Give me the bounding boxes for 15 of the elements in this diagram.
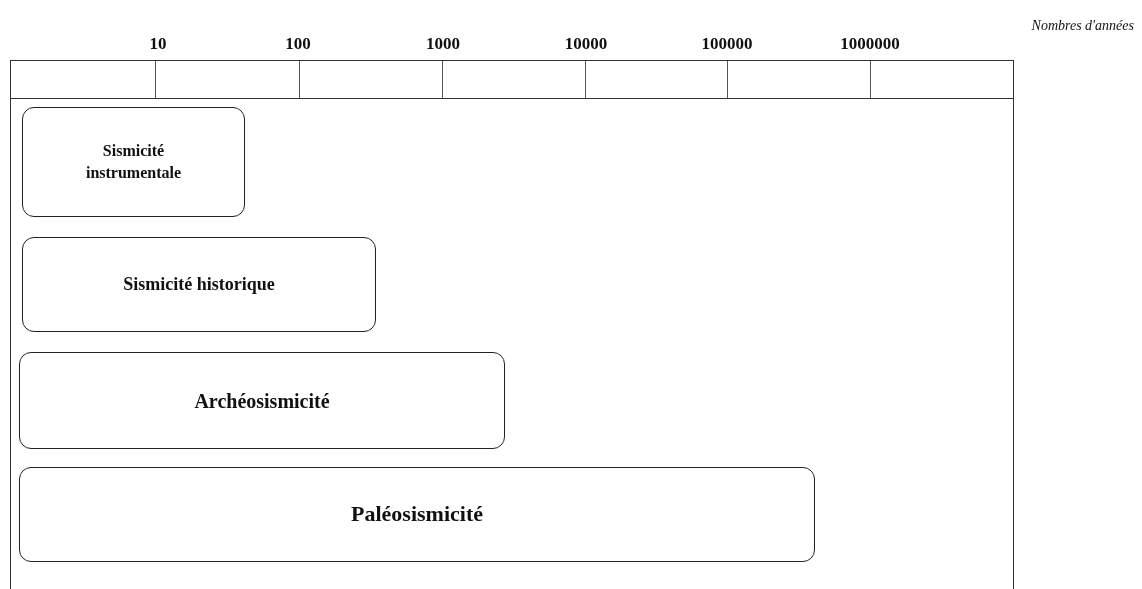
tick-label: 10000 (564, 34, 608, 54)
range-box (22, 237, 376, 332)
range-label: Sismicité instrumentale (84, 140, 183, 183)
tick-label: 1000 (426, 34, 460, 54)
range-box (19, 352, 505, 449)
range-label: Paléosismicité (351, 500, 483, 529)
axis-unit-label: Nombres d'années (1031, 18, 1134, 34)
range-label: Archéosismicité (194, 388, 330, 414)
tick-label: 100 (285, 34, 311, 54)
tick-label: 100000 (701, 34, 753, 54)
range-label: Sismicité historique (123, 272, 275, 296)
tick-label: 10 (149, 34, 167, 54)
tick-label: 1000000 (840, 34, 900, 54)
range-box (19, 467, 815, 562)
range-box (22, 107, 245, 217)
